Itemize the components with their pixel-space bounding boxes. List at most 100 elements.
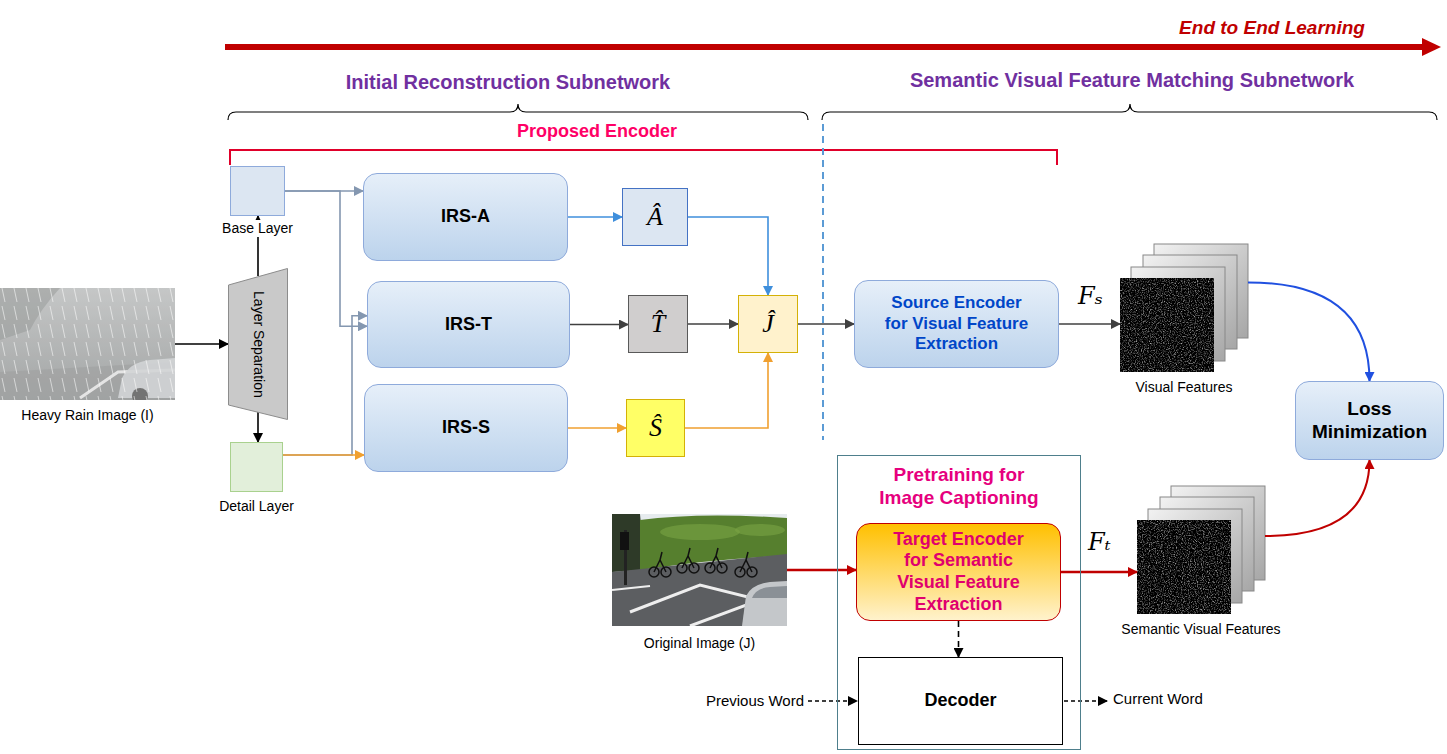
label-holder: Previous Word (706, 692, 804, 710)
connector (568, 216, 622, 218)
end-to-end-arrow (225, 44, 1424, 50)
node-text: Ŝ (649, 412, 662, 443)
io-label: Previous Word (706, 692, 804, 710)
node-text: IRS-S (442, 417, 490, 439)
process-box: IRS-A (363, 173, 568, 261)
process-box: IRS-T (367, 281, 570, 368)
encoder-box: Source Encoder for Visual Feature Extrac… (854, 280, 1059, 368)
feature-stack (1120, 278, 1214, 372)
street-photo (752, 586, 787, 598)
loss-box: Loss Minimization (1295, 381, 1444, 460)
feature-stack (1120, 278, 1214, 372)
node-text: Loss Minimization (1305, 398, 1435, 444)
street-photo (612, 586, 650, 590)
layer-box: Base Layer (230, 166, 285, 216)
caption-text: Base Layer (220, 220, 295, 237)
decoder-box: Decoder (858, 657, 1063, 745)
feature-stack (1137, 520, 1231, 614)
end-to-end-arrow (1422, 38, 1441, 56)
connector (257, 412, 259, 442)
rain-photo (0, 288, 175, 400)
layer-box: Detail Layer (230, 442, 283, 492)
node-text: IRS-A (441, 206, 490, 228)
rain-photo (0, 288, 175, 400)
caption-holder: Semantic Visual Features (1057, 620, 1345, 638)
connector (688, 323, 738, 325)
feature-stack (1120, 244, 1265, 614)
label-holder: Initial Reconstruction Subnetwork (346, 70, 670, 94)
caption-holder: Heavy Rain Image (I) (0, 406, 255, 424)
node-text: T̂ (651, 308, 665, 339)
street-photo (735, 524, 785, 536)
connector (688, 217, 768, 295)
banner-label: End to End Learning (1179, 17, 1365, 40)
caption-text: Detail Layer (219, 498, 294, 515)
street-photo (620, 532, 629, 550)
label-holder: Semantic Visual Feature Matching Subnetw… (910, 68, 1354, 92)
street-photo (612, 554, 787, 626)
rain-photo (0, 288, 175, 400)
label-holder: Current Word (1113, 690, 1203, 708)
caption-holder: Original Image (J) (532, 634, 867, 652)
street-photo (682, 548, 694, 568)
layer-separation: Layer Separation (228, 268, 288, 420)
connector (285, 191, 367, 326)
node-text: Pretraining for Image Captioning (872, 464, 1047, 510)
connector (1059, 323, 1120, 325)
feature-maps: Semantic Visual Features (1137, 484, 1265, 614)
rain-photo (0, 288, 175, 400)
street-photo (710, 548, 722, 568)
street-photo (660, 524, 740, 540)
estimate-box: Ĵ (738, 295, 798, 353)
section-heading: Initial Reconstruction Subnetwork (346, 70, 670, 94)
pretraining-frame: Pretraining for Image CaptioningTarget E… (837, 455, 1081, 750)
connector (798, 323, 854, 325)
connector (1248, 282, 1370, 381)
street-photo (742, 581, 787, 626)
street-photo (612, 514, 787, 626)
node-text: IRS-T (445, 314, 492, 336)
encoder-bracket (230, 150, 1057, 165)
estimate-box: T̂ (628, 295, 688, 353)
section-heading: Semantic Visual Feature Matching Subnetw… (910, 68, 1354, 92)
symbol-label: Fₛ (1078, 282, 1103, 311)
divider-line (823, 124, 824, 440)
caption-text: Heavy Rain Image (I) (21, 407, 153, 424)
connector (958, 621, 960, 657)
encoder-bracket (230, 150, 1057, 165)
node-text: Decoder (924, 690, 996, 712)
connector (570, 324, 628, 326)
caption-holder: Detail Layer (151, 497, 362, 515)
divider-line (822, 124, 824, 440)
connector (787, 569, 856, 572)
brace (822, 104, 1437, 120)
process-box: IRS-S (364, 384, 568, 472)
connector (568, 427, 626, 429)
end-to-end-arrow (225, 38, 1441, 56)
brace (228, 104, 808, 120)
io-label: Current Word (1113, 690, 1203, 708)
word-arrow (1064, 700, 1107, 701)
label-holder: End to End Learning (1179, 17, 1365, 40)
street-photo (630, 585, 760, 626)
estimate-box: Ŝ (626, 399, 685, 457)
node-text: Layer Separation (250, 291, 267, 398)
feature-stack (1137, 520, 1231, 614)
caption-text: Original Image (J) (644, 635, 755, 652)
street-photo (612, 514, 787, 626)
node-text: Â (647, 201, 663, 232)
symbol-label: Fₜ (1088, 528, 1111, 557)
caption-holder: Base Layer (151, 219, 364, 237)
caption-holder: Visual Features (1040, 378, 1328, 396)
node-text: Ĵ (762, 308, 774, 339)
node-text: Source Encoder for Visual Feature Extrac… (879, 293, 1034, 354)
feature-maps: Visual Features (1120, 244, 1248, 372)
label-holder: Proposed Encoder (517, 121, 677, 143)
street-photo (649, 548, 757, 577)
brace (228, 104, 1437, 120)
node-text: Target Encoder for Semantic Visual Featu… (884, 529, 1034, 615)
street-photo (740, 552, 752, 572)
caption-text: Semantic Visual Features (1121, 621, 1280, 638)
trapezoid-shape (229, 269, 288, 420)
image-panel: Original Image (J) (612, 514, 787, 626)
